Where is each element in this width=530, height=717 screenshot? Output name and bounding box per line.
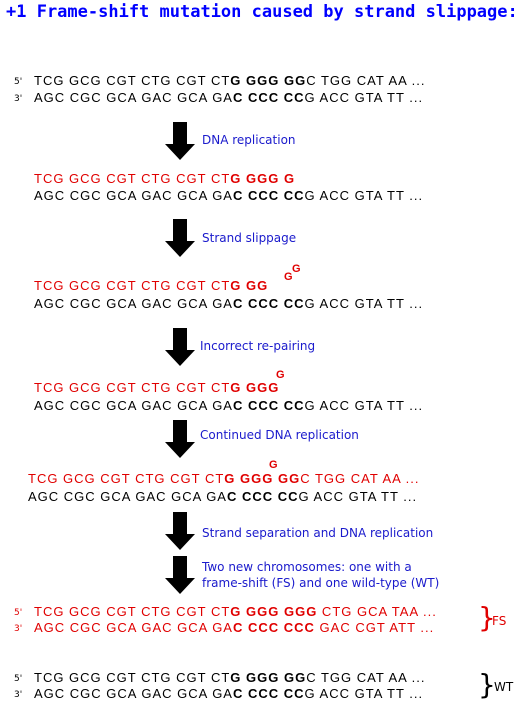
step-continued-replication: Continued DNA replication (200, 428, 359, 442)
template-strand: AGC CGC GCA GAC GCA GAC CCC CCG ACC GTA … (34, 398, 424, 413)
five-prime-label: 5' (14, 77, 23, 87)
fs-top-strand: TCG GCG CGT CTG CGT CTG GGG GGG CTG GCA … (34, 604, 437, 619)
five-prime-label: 5' (14, 608, 23, 618)
step-strand-separation: Strand separation and DNA replication (202, 526, 434, 540)
new-strand-partial: TCG GCG CGT CTG CGT CTG GGG G (34, 171, 296, 186)
step-dna-replication: DNA replication (202, 133, 296, 147)
looped-base: G (269, 459, 278, 471)
wt-brace: } (478, 668, 496, 701)
three-prime-label: 3' (14, 690, 23, 700)
fs-brace: } (478, 601, 496, 634)
down-arrow-icon (165, 512, 195, 550)
step-strand-slippage: Strand slippage (202, 231, 297, 245)
wt-bottom-strand: AGC CGC GCA GAC GCA GAC CCC CCG ACC GTA … (34, 686, 424, 701)
down-arrow-icon (165, 219, 195, 257)
five-prime-label: 5' (14, 674, 23, 684)
down-arrow-icon (165, 420, 195, 458)
wt-tag: WT (494, 680, 514, 694)
looped-base: G (284, 271, 293, 283)
looped-base: G (276, 369, 285, 381)
down-arrow-icon (165, 556, 195, 594)
slipped-strand: TCG GCG CGT CTG CGT CTG GG (34, 278, 269, 293)
page-title: +1 Frame-shift mutation caused by strand… (6, 2, 518, 22)
three-prime-label: 3' (14, 94, 23, 104)
repaired-strand: TCG GCG CGT CTG CGT CTG GGG (34, 380, 280, 395)
down-arrow-icon (165, 328, 195, 366)
template-strand: AGC CGC GCA GAC GCA GAC CCC CCG ACC GTA … (34, 188, 424, 203)
fs-tag: FS (492, 614, 507, 628)
down-arrow-icon (165, 122, 195, 160)
step-two-chromosomes: Two new chromosomes: one with a frame-sh… (202, 560, 440, 590)
extended-strand: TCG GCG CGT CTG CGT CTG GGG GGC TGG CAT … (28, 471, 420, 486)
template-strand: AGC CGC GCA GAC GCA GAC CCC CCG ACC GTA … (34, 296, 424, 311)
wt-top-strand: TCG GCG CGT CTG CGT CTG GGG GGC TGG CAT … (34, 670, 426, 685)
looped-base: G (292, 263, 301, 275)
original-bottom-strand: AGC CGC GCA GAC GCA GAC CCC CCG ACC GTA … (34, 90, 424, 105)
step-incorrect-re-pairing: Incorrect re-pairing (200, 339, 316, 353)
fs-bottom-strand: AGC CGC GCA GAC GCA GAC CCC CCC GAC CGT … (34, 620, 435, 635)
three-prime-label: 3' (14, 624, 23, 634)
template-strand: AGC CGC GCA GAC GCA GAC CCC CCG ACC GTA … (28, 489, 418, 504)
original-top-strand: TCG GCG CGT CTG CGT CTG GGG GGC TGG CAT … (34, 73, 426, 88)
